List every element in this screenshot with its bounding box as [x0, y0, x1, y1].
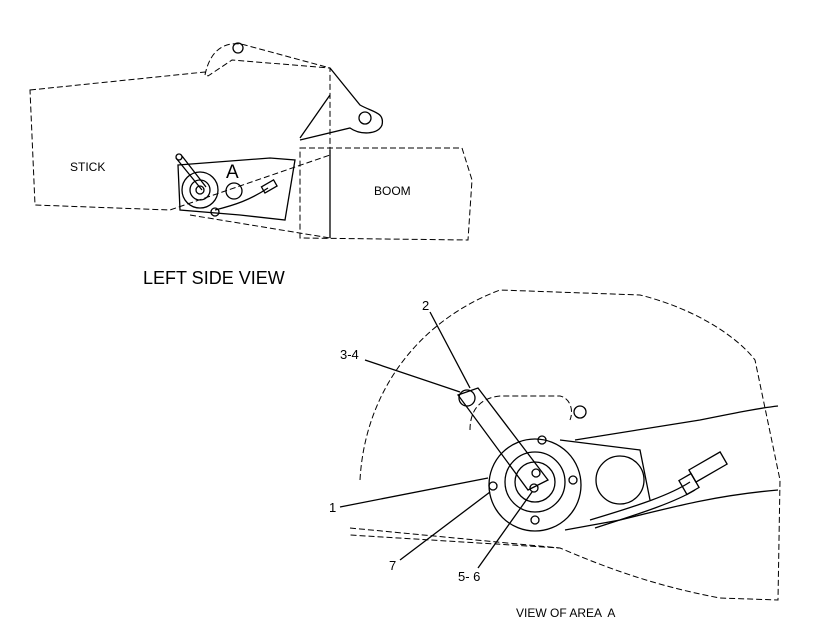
plate-bolt-top	[537, 435, 547, 445]
upper-bracket	[204, 43, 331, 76]
lock-bolt-1	[531, 468, 541, 478]
leader-1	[339, 477, 489, 508]
grease-fitting-detail	[688, 451, 728, 483]
pin-frame	[177, 157, 296, 221]
callout-3-4: 3-4	[340, 347, 359, 362]
fitting-nut	[678, 472, 700, 496]
lock-bar-detail	[456, 387, 549, 491]
frame-arm-upper	[574, 405, 779, 441]
upper-plate-edge	[469, 395, 573, 431]
detail-outline	[349, 289, 781, 601]
left-side-view: STICK BOOM A LEFT SIDE VIEW	[29, 42, 473, 288]
plate-bolt-bottom	[530, 515, 540, 525]
link-pin	[358, 111, 372, 125]
lock-bar-edge	[181, 155, 207, 188]
hose-detail	[589, 481, 691, 521]
lower-bolt	[210, 207, 220, 217]
boom-outline	[299, 147, 473, 241]
frame-arm-lower	[564, 489, 779, 531]
lock-bar-bolt	[175, 153, 183, 161]
callout-5-6: 5- 6	[458, 569, 480, 584]
upper-hole	[573, 405, 587, 419]
link-rod	[299, 94, 331, 139]
stick-outline	[29, 59, 331, 211]
stick-label: STICK	[70, 160, 105, 174]
area-a-view: 2 3-4 1 7 5- 6 VIEW OF AREA A	[329, 289, 781, 620]
frame-hole	[225, 182, 243, 200]
pin-center	[195, 185, 205, 195]
detail-view-title: VIEW OF AREA A	[516, 606, 615, 620]
pin-plate	[189, 179, 211, 201]
lock-bolt-2	[529, 483, 539, 493]
callout-7: 7	[389, 558, 396, 573]
boom-label: BOOM	[374, 184, 411, 198]
area-marker: A	[226, 162, 239, 183]
pin-inner	[514, 461, 556, 503]
frame-arm-face	[559, 439, 651, 501]
retainer-plate	[488, 438, 582, 532]
leader-7	[399, 491, 491, 561]
leader-3-4	[364, 359, 461, 393]
plate-bolt-right	[568, 475, 578, 485]
frame-bore	[595, 455, 645, 505]
lock-bar	[175, 157, 203, 191]
callout-1: 1	[329, 500, 336, 515]
bracket-pin	[232, 42, 244, 54]
plate-bolt-left	[488, 481, 498, 491]
pin-face	[504, 451, 566, 513]
leader-2	[429, 311, 471, 389]
leader-5-6	[477, 491, 533, 569]
left-view-title: LEFT SIDE VIEW	[143, 268, 285, 288]
lower-dashed-edge	[349, 527, 561, 549]
grease-fitting	[260, 179, 278, 194]
lock-bar-pivot	[458, 389, 476, 407]
link-arm	[299, 67, 384, 141]
pin-housing	[181, 171, 219, 209]
lower-edge	[189, 214, 331, 239]
callout-2: 2	[422, 298, 429, 313]
